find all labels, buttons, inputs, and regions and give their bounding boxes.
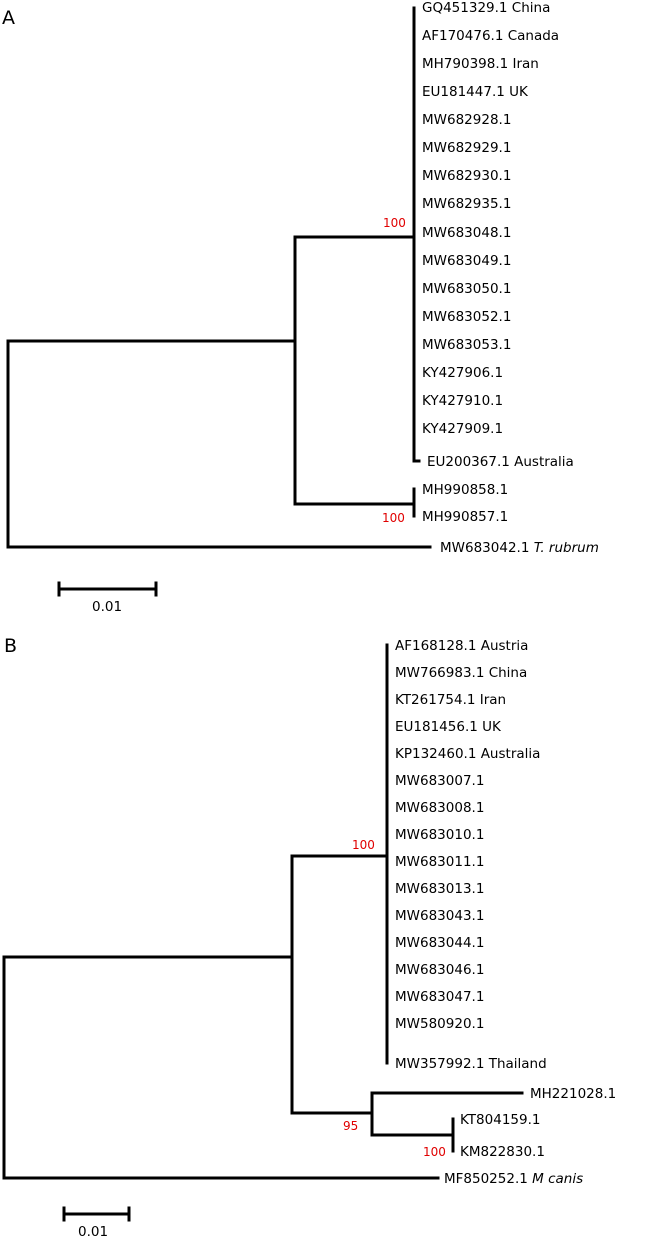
leaf-label: MW683008.1 — [395, 800, 484, 816]
leaf-label: AF168128.1 Austria — [395, 638, 528, 654]
leaf-label: KP132460.1 Australia — [395, 746, 540, 762]
leaf-label: MW683044.1 — [395, 935, 484, 951]
leaf-label: MW683052.1 — [422, 309, 511, 325]
panel-a-leaves: GQ451329.1 China AF170476.1 Canada MH790… — [422, 0, 599, 556]
leaf-label: MW580920.1 — [395, 1016, 484, 1032]
bootstrap-value: 100 — [383, 216, 406, 230]
panel-b: B AF168128.1 Austria MW766983.1 China KT… — [2, 635, 616, 1239]
scale-bar-label: 0.01 — [78, 1224, 108, 1239]
bootstrap-value: 100 — [423, 1145, 446, 1159]
leaf-label: EU181456.1 UK — [395, 719, 502, 735]
bootstrap-value: 100 — [382, 511, 405, 525]
leaf-label: MH990857.1 — [422, 509, 508, 525]
leaf-label: MH990858.1 — [422, 482, 508, 498]
leaf-label: MW682929.1 — [422, 140, 511, 156]
scale-bar-label: 0.01 — [92, 599, 122, 615]
leaf-label: MH221028.1 — [530, 1086, 616, 1102]
panel-b-tree — [2, 643, 524, 1180]
leaf-label: MW682935.1 — [422, 196, 511, 212]
leaf-label: MW682930.1 — [422, 168, 511, 184]
leaf-label: MW683046.1 — [395, 962, 484, 978]
leaf-label: MW683013.1 — [395, 881, 484, 897]
leaf-label: MW683049.1 — [422, 253, 511, 269]
panel-a-scale-bar: 0.01 — [57, 581, 158, 615]
leaf-label: KY427909.1 — [422, 421, 503, 437]
leaf-label: MW766983.1 China — [395, 665, 527, 681]
leaf-label: MW683050.1 — [422, 281, 511, 297]
leaf-label: GQ451329.1 China — [422, 0, 550, 16]
leaf-label: AF170476.1 Canada — [422, 28, 559, 44]
leaf-label: KY427906.1 — [422, 365, 503, 381]
leaf-label: KT261754.1 Iran — [395, 692, 506, 708]
leaf-label: MW683007.1 — [395, 773, 484, 789]
leaf-label: MW683043.1 — [395, 908, 484, 924]
panel-a-tree — [6, 6, 432, 549]
leaf-label: MW683053.1 — [422, 337, 511, 353]
leaf-label: MW683010.1 — [395, 827, 484, 843]
leaf-label: KM822830.1 — [460, 1144, 545, 1160]
leaf-label: KT804159.1 — [460, 1112, 540, 1128]
leaf-label: KY427910.1 — [422, 393, 503, 409]
panel-a-letter: A — [2, 7, 15, 29]
leaf-label: EU181447.1 UK — [422, 84, 529, 100]
leaf-label: EU200367.1 Australia — [427, 454, 574, 470]
bootstrap-value: 95 — [343, 1119, 358, 1133]
leaf-label: MW682928.1 — [422, 112, 511, 128]
panel-b-leaves: AF168128.1 Austria MW766983.1 China KT26… — [395, 638, 616, 1187]
leaf-label-outgroup: MF850252.1 M canis — [444, 1171, 583, 1187]
panel-b-letter: B — [4, 635, 17, 657]
leaf-label: MW683011.1 — [395, 854, 484, 870]
leaf-label: MW357992.1 Thailand — [395, 1056, 547, 1072]
leaf-label-outgroup: MW683042.1 T. rubrum — [440, 540, 599, 556]
leaf-label: MW683048.1 — [422, 225, 511, 241]
panel-b-scale-bar: 0.01 — [62, 1206, 131, 1239]
panel-a: A GQ451329.1 China AF170476.1 Canada MH7… — [2, 0, 599, 615]
bootstrap-value: 100 — [352, 838, 375, 852]
leaf-label: MH790398.1 Iran — [422, 56, 539, 72]
leaf-label: MW683047.1 — [395, 989, 484, 1005]
